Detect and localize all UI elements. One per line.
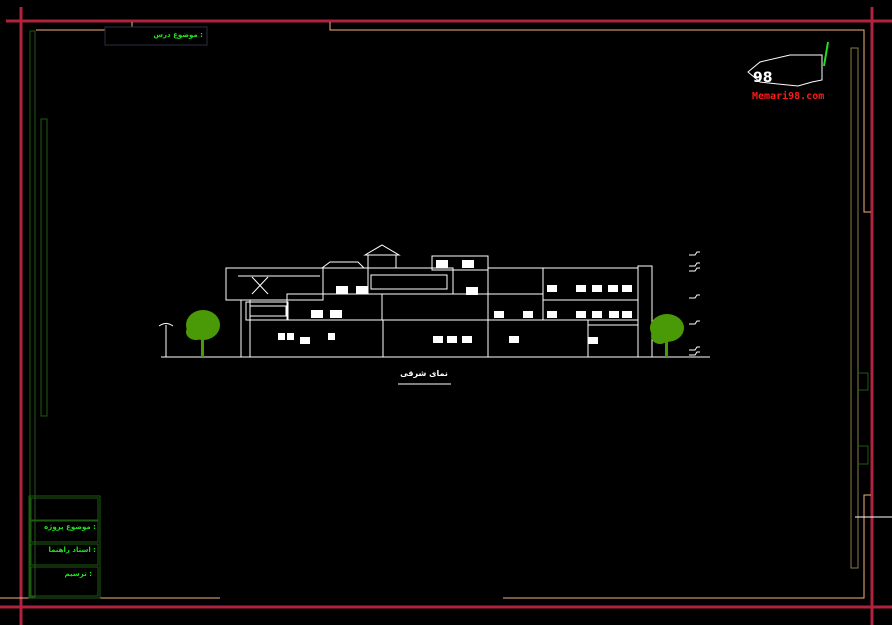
inner-border [0,22,871,599]
course-title-box: موضوع درس : [104,26,208,46]
east-elevation-drawing [158,244,710,358]
tree-icon [650,314,684,357]
tree-icon [186,310,220,357]
logo-text: Memari98.com [752,90,824,102]
elevation-title: نمای شرقی [400,369,448,378]
right-frame [850,47,892,569]
title-block [28,495,101,599]
svg-text:98: 98 [753,70,772,86]
windows [278,260,632,344]
outer-border [0,7,892,625]
logo-emblem [747,54,823,87]
course-label: موضوع درس : [153,31,203,39]
project-label: موضوع پروژه : [44,523,96,531]
pen-icon [823,41,829,67]
street-lamp-icon [158,323,174,357]
level-markers [689,251,700,356]
drafter-label: ترسیم : [65,570,93,578]
supervisor-label: استاد راهنما : [48,546,96,554]
memari98-logo: 98 Memari98.com [747,41,829,102]
left-frame [29,30,48,598]
